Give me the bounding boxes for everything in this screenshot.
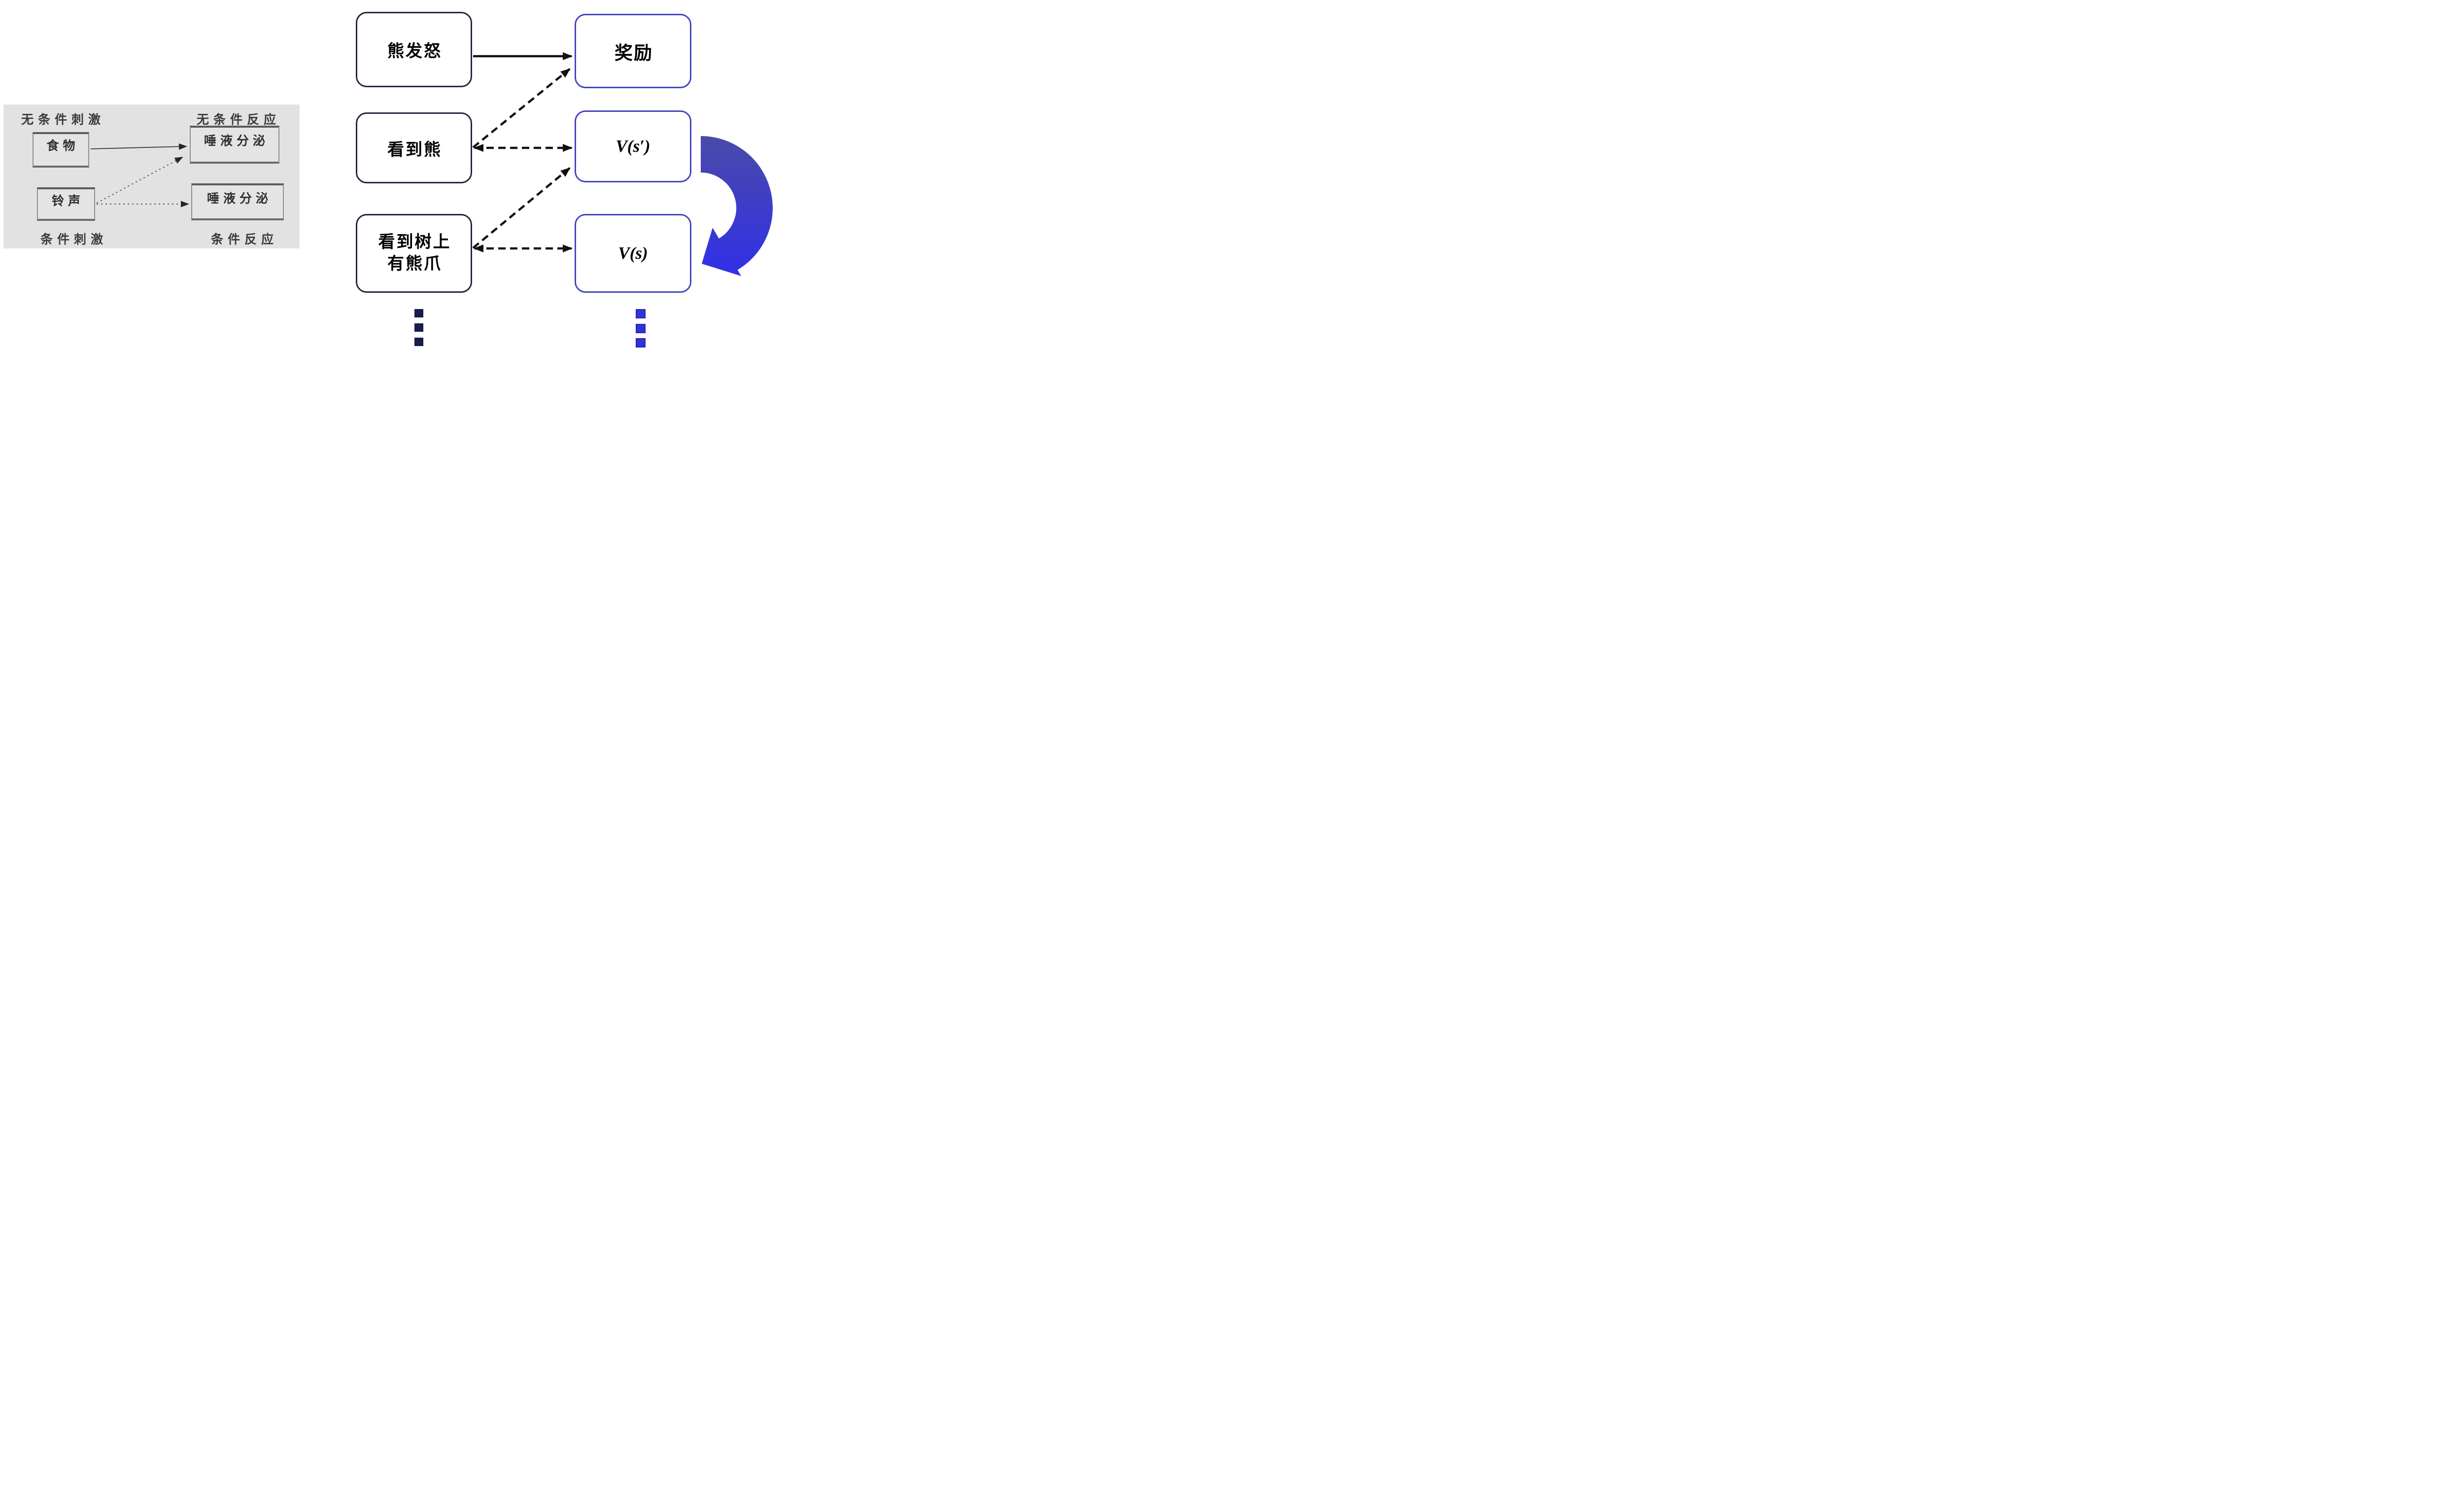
label-unconditioned-stimulus: 无条件刺激: [21, 113, 105, 127]
node-value-s-prime-label: V(s′): [616, 137, 650, 156]
node-bear-angry-label: 熊发怒: [387, 42, 442, 61]
label-conditioned-stimulus: 条件刺激: [40, 233, 108, 246]
ellipsis-dot: [636, 309, 646, 318]
node-reward-label: 奖励: [615, 43, 653, 64]
node-food: 食物: [33, 132, 89, 168]
node-food-label: 食物: [46, 139, 79, 153]
pavlov-panel: 无条件刺激 无条件反应 食物 唾液分泌 铃声 唾液分泌 条件刺激 条件反应: [3, 105, 300, 248]
node-see-claw-line2: 有熊爪: [387, 254, 442, 273]
label-conditioned-response: 条件反应: [211, 233, 278, 246]
edge-see-bear-to-reward: [472, 68, 571, 148]
loop-arrow: [700, 136, 773, 276]
ellipsis-dot: [414, 338, 423, 346]
node-salivation-top: 唾液分泌: [190, 126, 279, 164]
node-see-claw-line1: 看到树上: [378, 233, 451, 252]
ellipsis-dot: [636, 338, 646, 348]
node-see-bear: 看到熊: [356, 112, 472, 183]
node-value-s-label: V(s): [618, 244, 648, 263]
node-see-claw: 看到树上 有熊爪: [356, 214, 472, 293]
node-see-bear-label: 看到熊: [387, 140, 442, 159]
node-bell-label: 铃声: [51, 194, 84, 208]
ellipsis-dot: [636, 324, 646, 333]
node-salivation-top-label: 唾液分泌: [204, 134, 269, 148]
node-value-s: V(s): [575, 214, 691, 293]
node-reward: 奖励: [575, 14, 691, 88]
node-bell: 铃声: [37, 187, 95, 221]
node-bear-angry: 熊发怒: [356, 12, 472, 87]
node-salivation-bottom-label: 唾液分泌: [206, 192, 272, 206]
label-unconditioned-response: 无条件反应: [197, 113, 281, 127]
edge-see-claw-to-value-s-prime: [472, 167, 571, 249]
ellipsis-dot: [414, 309, 423, 317]
conditioning-rl-diagram: 无条件刺激 无条件反应 食物 唾液分泌 铃声 唾液分泌 条件刺激 条件反应 熊发…: [0, 0, 773, 350]
node-salivation-bottom: 唾液分泌: [191, 183, 284, 220]
node-value-s-prime: V(s′): [575, 110, 691, 182]
ellipsis-dot: [414, 323, 423, 332]
